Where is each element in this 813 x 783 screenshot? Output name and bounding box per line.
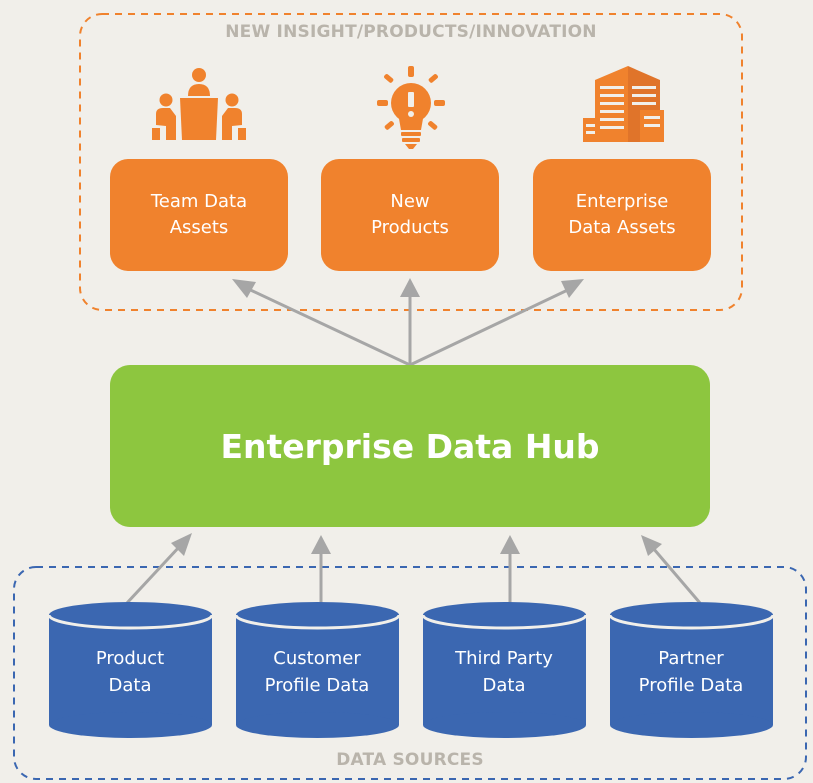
arrowhead-new-products <box>400 278 420 297</box>
arrow-to-enterprise-data-assets <box>409 285 575 367</box>
data-sources-group-title: DATA SOURCES <box>336 750 484 770</box>
source-label-partner-profile-data: Partner Profile Data <box>638 648 744 696</box>
output-box-team-data-assets: Team Data Assets <box>110 159 288 271</box>
meeting-table-icon <box>152 68 246 140</box>
arrowhead-team-data-assets <box>232 279 256 298</box>
hub-to-output-arrows <box>232 278 584 367</box>
cylinder-third-party-data <box>421 602 588 738</box>
lightbulb-icon <box>377 66 445 149</box>
data-sources-group-frame <box>13 566 807 780</box>
arrowhead-from-product-data <box>171 533 192 556</box>
source-cylinders <box>47 602 775 738</box>
cylinder-partner-profile-data <box>608 602 775 738</box>
arrow-to-team-data-assets <box>241 284 411 367</box>
insight-group-frame <box>79 13 743 311</box>
source-label-product-data: Product Data <box>95 648 165 696</box>
arrowhead-from-customer-profile-data <box>311 535 331 554</box>
cylinder-product-data <box>47 602 214 738</box>
arrow-from-partner-profile-data <box>651 547 702 604</box>
source-to-hub-arrows <box>125 533 702 605</box>
enterprise-data-hub: Enterprise Data Hub <box>110 365 710 527</box>
arrow-from-product-data <box>125 544 182 605</box>
arrowhead-from-partner-profile-data <box>641 535 662 556</box>
source-label-third-party-data: Third Party Data <box>455 648 553 696</box>
insight-group-title: NEW INSIGHT/PRODUCTS/INNOVATION <box>225 22 597 42</box>
cylinder-customer-profile-data <box>234 602 401 738</box>
hub-title: Enterprise Data Hub <box>220 426 600 466</box>
output-box-new-products: New Products <box>321 159 499 271</box>
arrowhead-from-third-party-data <box>500 535 520 554</box>
office-building-icon <box>583 66 664 142</box>
arrowhead-enterprise-data-assets <box>561 279 584 298</box>
source-label-customer-profile-data: Customer Profile Data <box>264 648 370 696</box>
output-box-enterprise-data-assets: Enterprise Data Assets <box>533 159 711 271</box>
